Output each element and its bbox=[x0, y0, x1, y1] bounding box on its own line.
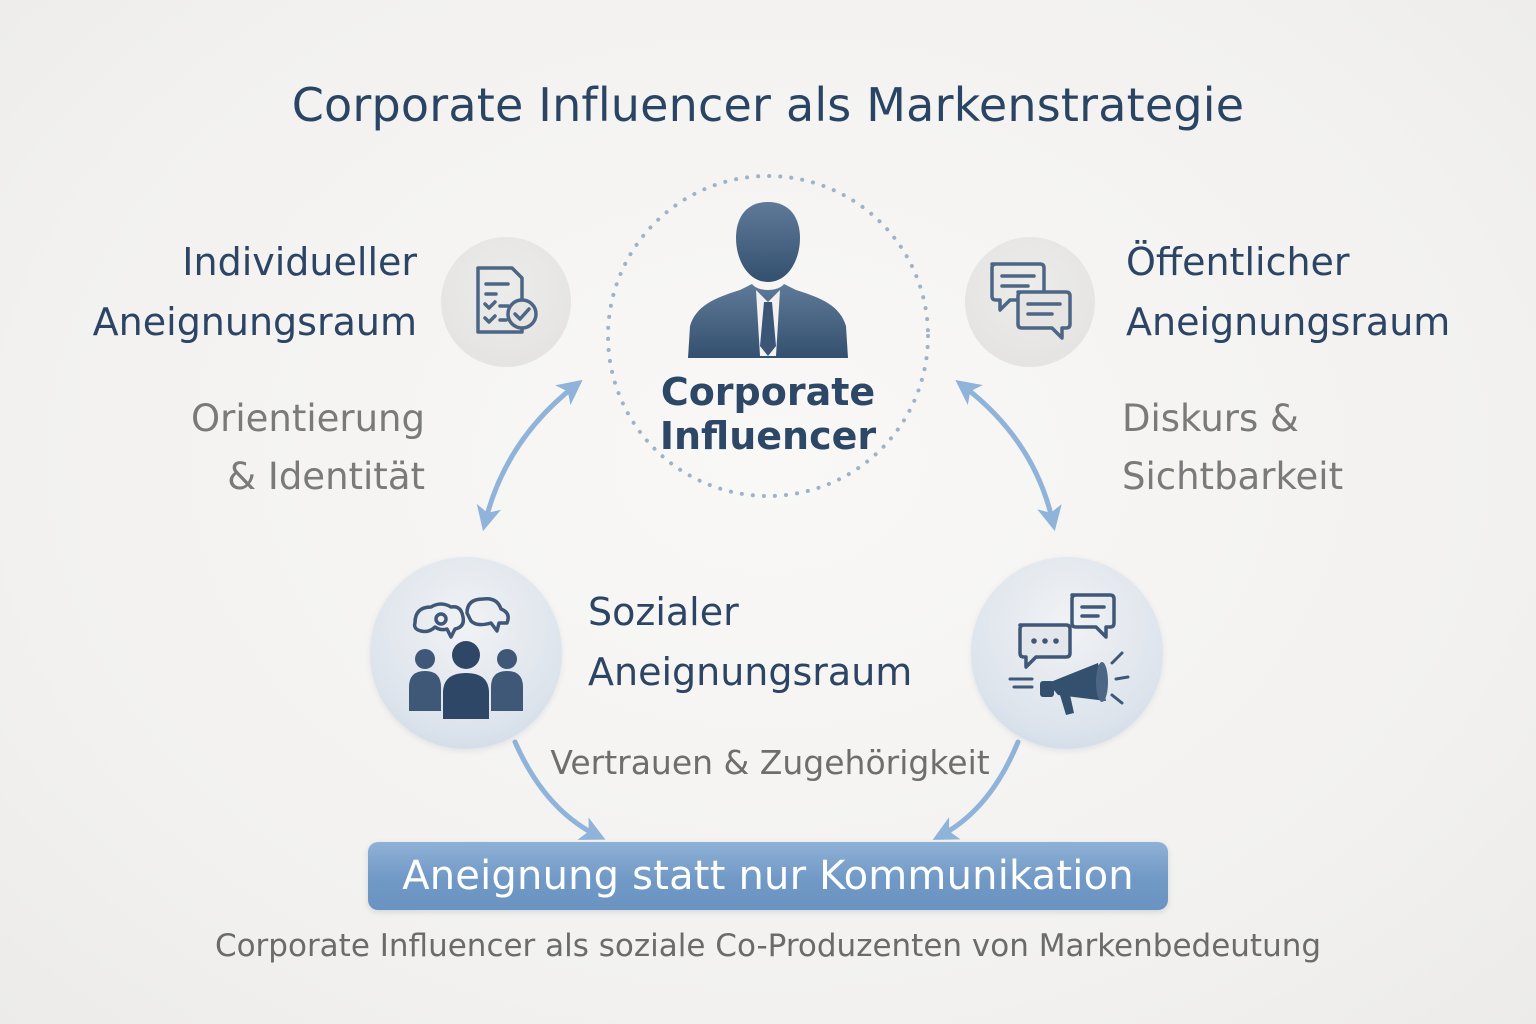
individual-space-subtitle: Orientierung & Identität bbox=[110, 390, 425, 506]
individual-icon-circle bbox=[441, 237, 571, 367]
megaphone-icon-circle bbox=[971, 557, 1163, 749]
social-label-line2: Aneignungsraum bbox=[588, 650, 913, 694]
center-label-line1: Corporate bbox=[660, 370, 876, 414]
arrow-center-to-public bbox=[955, 379, 1062, 532]
banner-text: Aneignung statt nur Kommunikation bbox=[402, 853, 1134, 899]
individual-sub-line1: Orientierung bbox=[191, 397, 425, 440]
footer-caption: Corporate Influencer als soziale Co-Prod… bbox=[214, 928, 1322, 964]
public-space-subtitle: Diskurs & Sichtbarkeit bbox=[1122, 390, 1522, 506]
social-space-label: Sozialer Aneignungsraum bbox=[588, 582, 1008, 702]
social-space-subtitle: Vertrauen & Zugehörigkeit bbox=[550, 743, 990, 782]
arrow-center-to-social bbox=[476, 379, 583, 532]
center-dotted-ring bbox=[606, 174, 930, 498]
group-people-icon bbox=[409, 596, 523, 719]
key-message-banner: Aneignung statt nur Kommunikation bbox=[368, 842, 1168, 910]
center-label: Corporate Influencer bbox=[618, 370, 918, 458]
arrow-social-to-banner bbox=[512, 739, 606, 840]
public-sub-line2: Sichtbarkeit bbox=[1122, 455, 1344, 498]
individual-space-label: Individueller Aneignungsraum bbox=[60, 232, 417, 352]
public-icon-circle bbox=[965, 237, 1095, 367]
social-icon-circle bbox=[370, 557, 562, 749]
page-title: Corporate Influencer als Markenstrategie bbox=[291, 78, 1245, 132]
public-label-line1: Öffentlicher bbox=[1126, 240, 1350, 284]
megaphone-chat-icon bbox=[1008, 593, 1130, 715]
center-label-line2: Influencer bbox=[659, 414, 877, 458]
public-space-label: Öffentlicher Aneignungsraum bbox=[1126, 232, 1526, 352]
arrow-megaphone-to-banner bbox=[932, 739, 1021, 840]
individual-label-line2: Aneignungsraum bbox=[92, 300, 417, 344]
checklist-document-icon bbox=[476, 266, 538, 334]
individual-label-line1: Individueller bbox=[182, 240, 417, 284]
social-label-line1: Sozialer bbox=[588, 590, 739, 634]
business-person-icon bbox=[688, 202, 848, 358]
individual-sub-line2: & Identität bbox=[227, 455, 425, 498]
public-label-line2: Aneignungsraum bbox=[1126, 300, 1451, 344]
chat-bubbles-icon bbox=[990, 262, 1072, 340]
public-sub-line1: Diskurs & bbox=[1122, 397, 1299, 440]
